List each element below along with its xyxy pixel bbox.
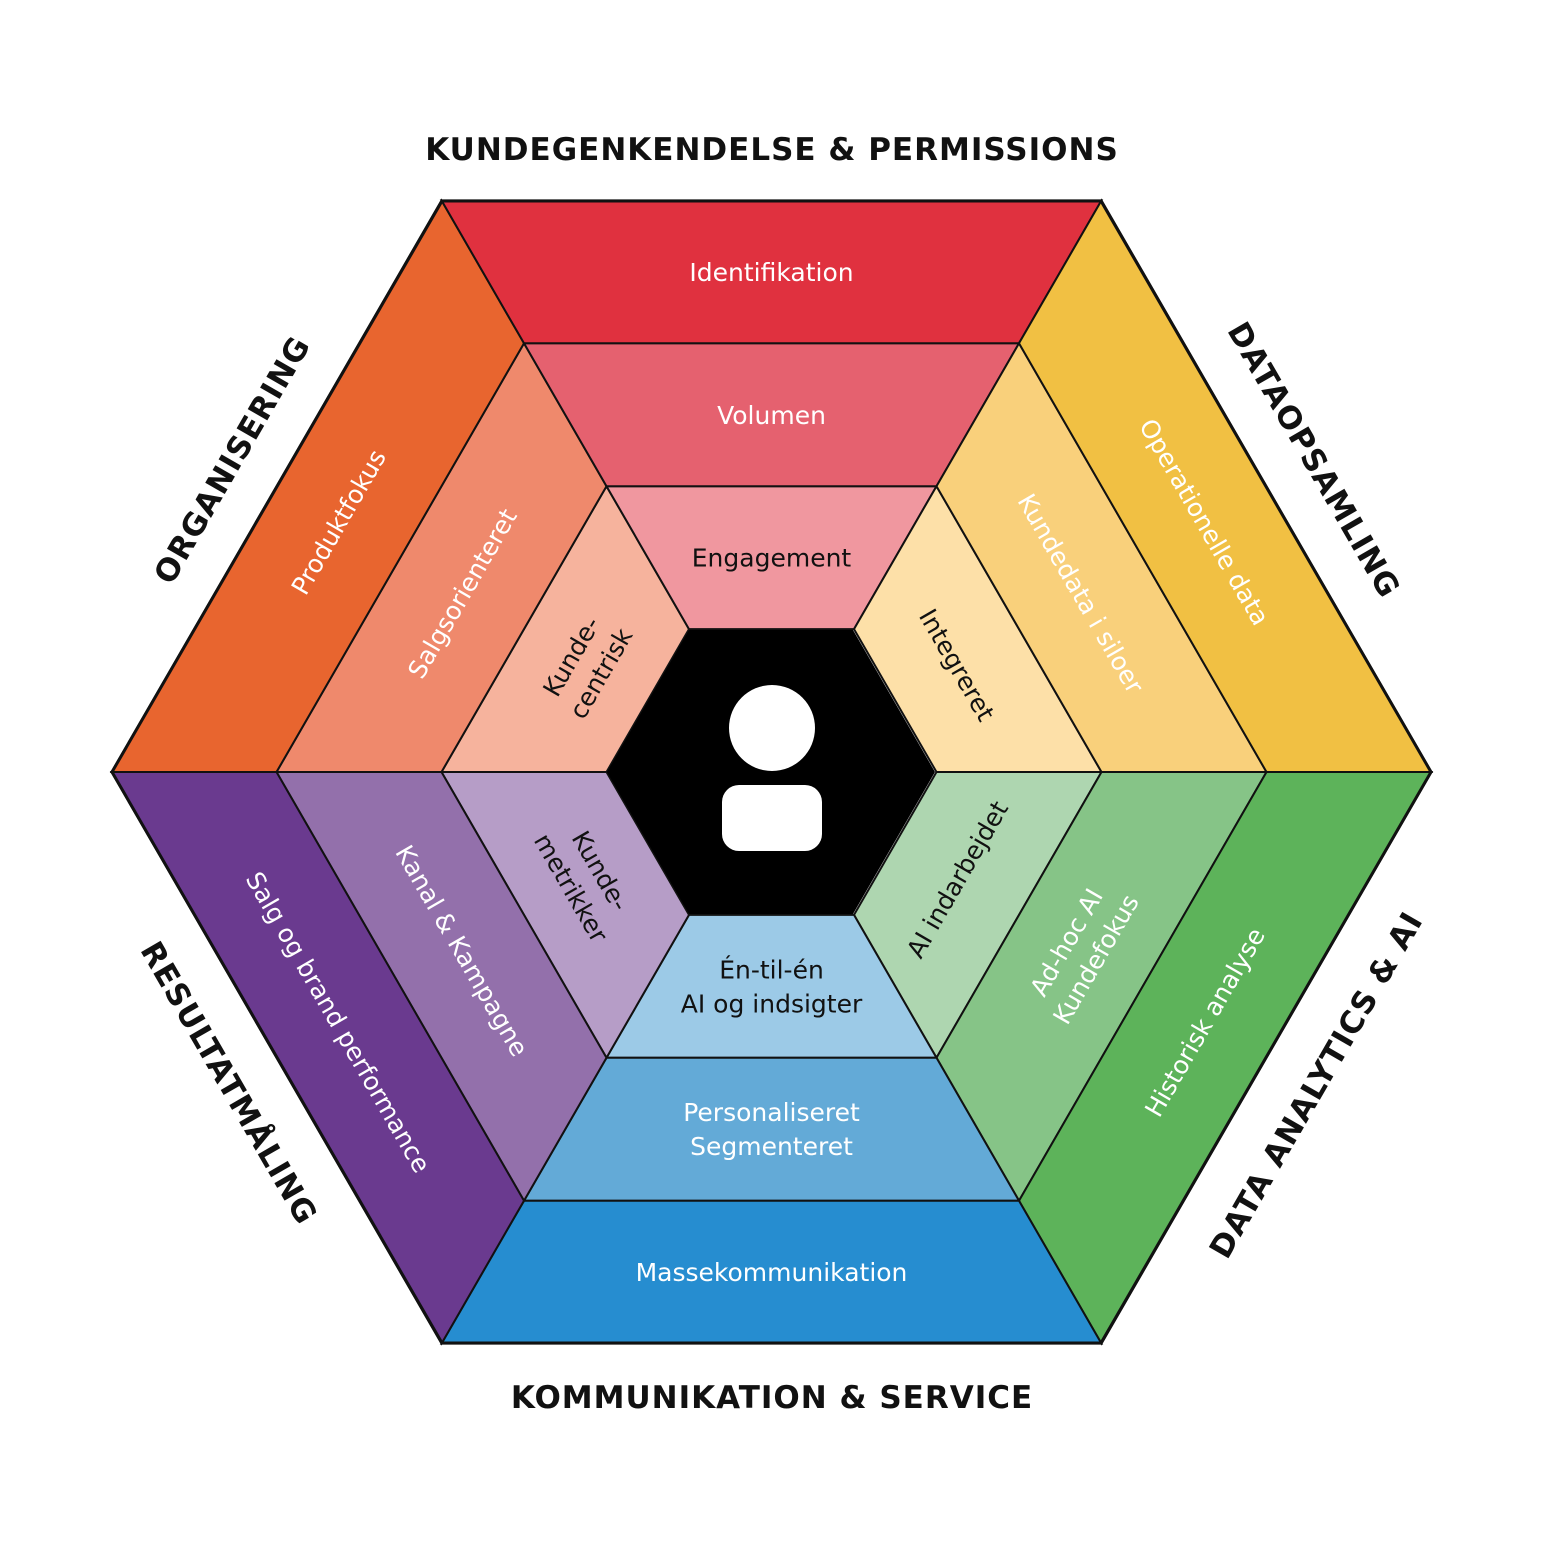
segment-bottom-middle xyxy=(522,1056,1021,1202)
center-hexagon-shape xyxy=(607,630,935,914)
label-top-middle: Volumen xyxy=(717,401,826,430)
side-title-bottom: KOMMUNIKATION & SERVICE xyxy=(511,1380,1033,1416)
label-line: Personaliseret xyxy=(683,1098,860,1127)
label-top-outer: Identifikation xyxy=(689,258,853,287)
label-line: Én-til-én xyxy=(719,955,824,984)
center-hexagon xyxy=(607,630,935,914)
label-bottom-inner: Én-til-én AI og indsigter xyxy=(681,955,863,1018)
label-line: Massekommunikation xyxy=(636,1258,908,1287)
hexagon-segments xyxy=(109,198,1434,1346)
label-line: Identifikation xyxy=(689,258,853,287)
label-line: Volumen xyxy=(717,401,826,430)
label-line: AI og indsigter xyxy=(681,989,863,1018)
label-line: Segmenteret xyxy=(690,1132,853,1161)
label-top-inner: Engagement xyxy=(692,544,852,573)
person-icon xyxy=(722,685,822,851)
hexagon-outline xyxy=(110,199,1433,1345)
side-title-top: KUNDEGENKENDELSE & PERMISSIONS xyxy=(425,132,1119,168)
label-bottom-outer: Massekommunikation xyxy=(636,1258,908,1287)
label-line: Engagement xyxy=(692,544,852,573)
